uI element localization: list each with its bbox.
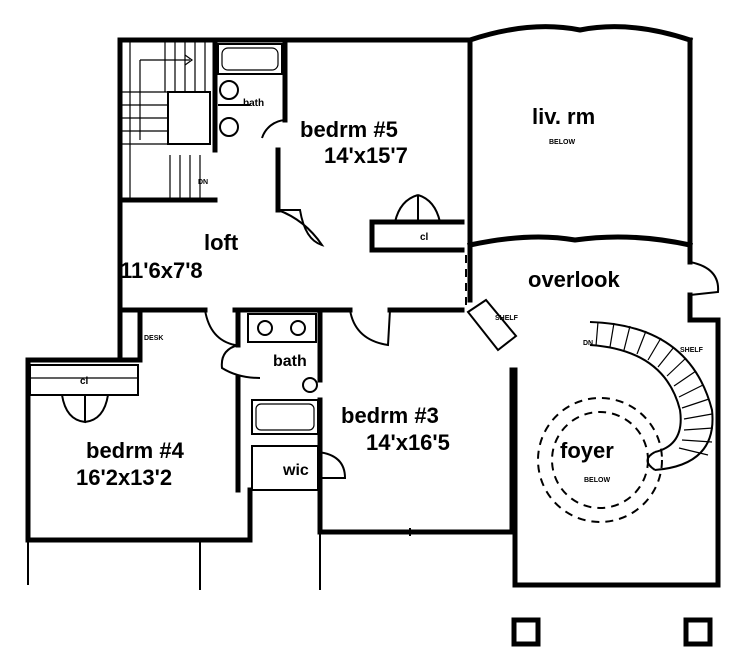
desk-label: DESK	[144, 335, 163, 342]
loft-size: 11'6x7'8	[120, 258, 203, 283]
bedroom-5: bedrm #5 14'x15'7 cl	[277, 117, 441, 247]
foyer: foyer BELOW	[560, 438, 614, 484]
shelf-label: SHELF	[495, 315, 519, 322]
walk-in-closet-label: wic	[282, 462, 309, 479]
bedroom-3-size: 14'x16'5	[366, 430, 450, 455]
upper-staircase: DN	[122, 42, 211, 200]
exterior-walls	[25, 24, 721, 588]
column-left	[511, 617, 541, 647]
bedroom-5-closet-label: cl	[420, 232, 429, 243]
stair-note: DN	[198, 179, 208, 186]
living-room-note: BELOW	[549, 139, 575, 146]
exterior-details	[27, 532, 713, 647]
living-room: liv. rm BELOW	[532, 104, 595, 146]
loft-label: loft	[204, 230, 239, 255]
overlook-label: overlook	[528, 267, 620, 292]
bedroom-4-closet-label: cl	[80, 376, 89, 387]
bedroom-4: DESK cl bedrm #4 16'2x13'2	[29, 309, 238, 490]
foyer-label: foyer	[560, 438, 614, 463]
upper-bath: bath	[217, 43, 286, 139]
walk-in-closet: wic	[251, 445, 347, 491]
bedroom-4-label: bedrm #4	[86, 438, 185, 463]
loft: loft 11'6x7'8	[120, 230, 239, 283]
bedroom-5-size: 14'x15'7	[324, 143, 408, 168]
column-right	[683, 617, 713, 647]
bedroom-3: bedrm #3 14'x16'5	[341, 309, 450, 536]
middle-bath-label: bath	[273, 353, 307, 370]
overlook: overlook SHELF	[466, 261, 720, 352]
foyer-note: BELOW	[584, 477, 610, 484]
bedroom-4-size: 16'2x13'2	[76, 465, 172, 490]
shelf-label-right: SHELF	[680, 347, 704, 354]
bedroom-3-label: bedrm #3	[341, 403, 439, 428]
spiral-staircase: DN SHELF	[537, 321, 714, 523]
interior-walls	[117, 37, 693, 535]
middle-bath: bath	[220, 313, 319, 435]
bedroom-5-label: bedrm #5	[300, 117, 398, 142]
living-room-label: liv. rm	[532, 104, 595, 129]
upper-bath-label: bath	[243, 98, 264, 109]
landing-note: DN	[583, 340, 593, 347]
